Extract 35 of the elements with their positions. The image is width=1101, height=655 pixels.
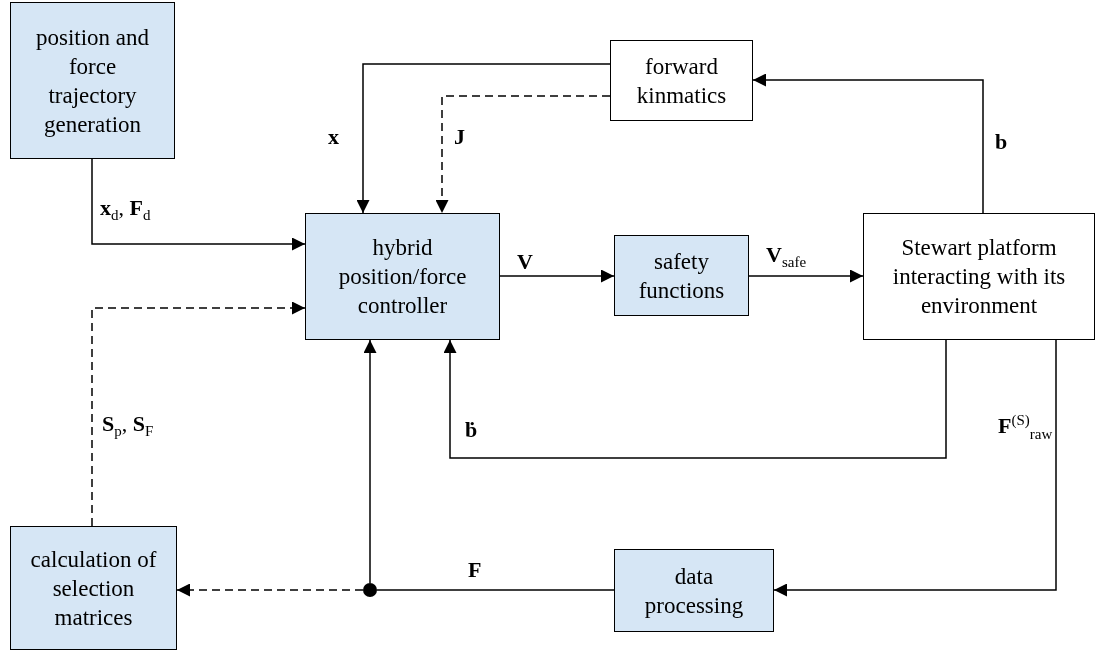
edge-label: F bbox=[468, 558, 482, 582]
edge-label: V$_{safe}$ bbox=[766, 243, 807, 273]
edge-label: x bbox=[328, 125, 339, 149]
arrow bbox=[752, 73, 984, 214]
arrow bbox=[356, 63, 611, 214]
process-box bbox=[863, 213, 1095, 340]
edge-label: b bbox=[995, 130, 1008, 154]
arrow bbox=[435, 95, 611, 214]
arrow bbox=[443, 339, 947, 459]
box-label: hybrid position/force controller bbox=[337, 234, 468, 320]
box-label: data processing bbox=[643, 562, 745, 620]
process-box bbox=[10, 526, 177, 650]
box-label: calculation of selection matrices bbox=[29, 545, 158, 632]
junction-dot bbox=[363, 583, 377, 597]
arrow bbox=[773, 339, 1057, 597]
box-label: position and force trajectory generation bbox=[34, 23, 151, 139]
arrow bbox=[499, 269, 615, 283]
process-box bbox=[614, 235, 749, 316]
edge-label: ḃ bbox=[465, 418, 478, 442]
arrow bbox=[363, 339, 377, 584]
arrow bbox=[91, 158, 306, 251]
process-box bbox=[10, 2, 175, 159]
arrow bbox=[91, 301, 306, 527]
process-box bbox=[305, 213, 500, 340]
arrow bbox=[748, 269, 864, 283]
box-label: Stewart platform interacting with its environment bbox=[891, 234, 1067, 320]
box-label: forward kinmatics bbox=[635, 52, 728, 110]
process-box bbox=[610, 40, 753, 121]
process-box bbox=[614, 549, 774, 632]
edge-label: V bbox=[517, 250, 533, 274]
edge-label: S$_{p}$, S$_{F}$ bbox=[102, 412, 154, 442]
edge-label: x$_{d}$, F$_{d}$ bbox=[100, 196, 151, 226]
edge-label: J bbox=[454, 125, 465, 149]
arrow bbox=[176, 583, 364, 597]
box-label: safety functions bbox=[637, 247, 726, 305]
